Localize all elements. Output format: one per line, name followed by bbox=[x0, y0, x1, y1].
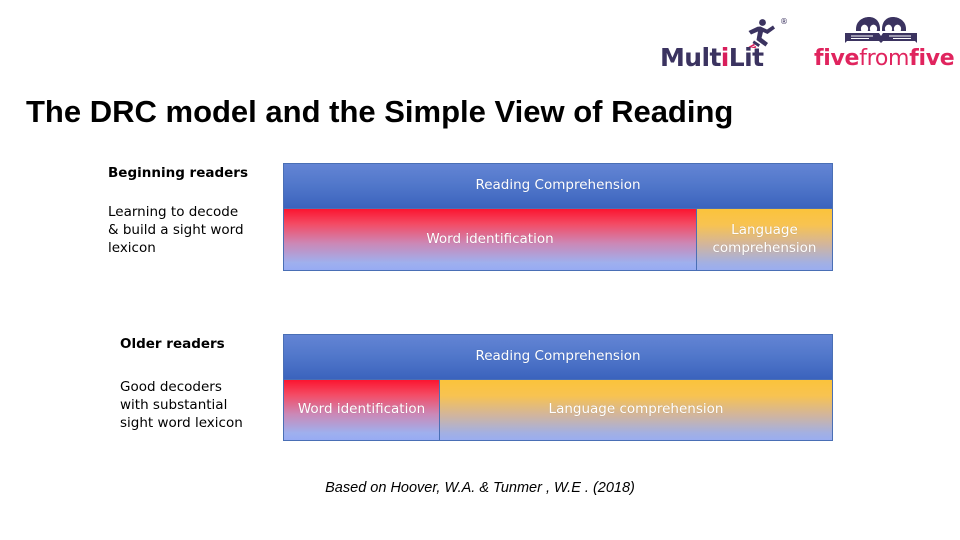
group-1-language-comprehension-line-1: Language bbox=[731, 222, 798, 239]
multilit-wordmark-part1: Mult bbox=[660, 43, 721, 72]
multilit-wordmark-part2: Lit bbox=[728, 43, 764, 72]
group-2-reading-comprehension-bar: Reading Comprehension bbox=[283, 334, 833, 380]
group-1-description-line-2: & build a sight word bbox=[108, 221, 244, 238]
group-1-description-line-1: Learning to decode bbox=[108, 204, 239, 220]
group-1-language-comprehension-line-2: comprehension bbox=[712, 239, 817, 256]
group-1-language-comprehension-label: Language comprehension bbox=[713, 222, 817, 257]
multilit-wordmark-i: i bbox=[720, 43, 730, 72]
registered-trademark-icon: ® bbox=[780, 17, 788, 26]
group-2-description-line-2: with substantial bbox=[120, 396, 228, 413]
group-1-description-line-3: lexicon bbox=[108, 239, 156, 256]
ff-word-five-2: five bbox=[909, 46, 955, 71]
group-1-heading: Beginning readers bbox=[108, 165, 248, 181]
group-2-description: Good decoders with substantial sight wor… bbox=[120, 379, 295, 433]
group-2-language-comprehension-bar: Language comprehension bbox=[439, 379, 833, 441]
group-1-description: Learning to decode & build a sight word … bbox=[108, 204, 273, 258]
running-figure-icon bbox=[748, 19, 775, 48]
open-book-with-two-readers-icon bbox=[845, 17, 917, 43]
group-2-heading: Older readers bbox=[120, 336, 225, 352]
group-2-description-line-1: Good decoders bbox=[120, 379, 222, 395]
group-1-language-comprehension-bar: Language comprehension bbox=[696, 208, 833, 271]
group-2-description-line-3: sight word lexicon bbox=[120, 414, 243, 431]
group-1-reading-comprehension-bar: Reading Comprehension bbox=[283, 163, 833, 209]
ff-word-five-1: five bbox=[814, 46, 860, 71]
page-title: The DRC model and the Simple View of Rea… bbox=[26, 94, 734, 129]
group-1-word-identification-bar: Word identification bbox=[283, 208, 697, 271]
group-2-word-identification-bar: Word identification bbox=[283, 379, 440, 441]
five-from-five-wordmark: fivefromfive bbox=[814, 46, 955, 71]
five-from-five-logo: fivefromfive bbox=[814, 16, 955, 72]
multilit-wordmark: MultiLit bbox=[660, 43, 764, 72]
ff-word-from: from bbox=[859, 46, 910, 71]
logo-bar: ® MultiLit bbox=[660, 14, 955, 72]
multilit-logo: ® MultiLit bbox=[660, 16, 788, 72]
source-citation: Based on Hoover, W.A. & Tunmer , W.E . (… bbox=[325, 480, 635, 496]
